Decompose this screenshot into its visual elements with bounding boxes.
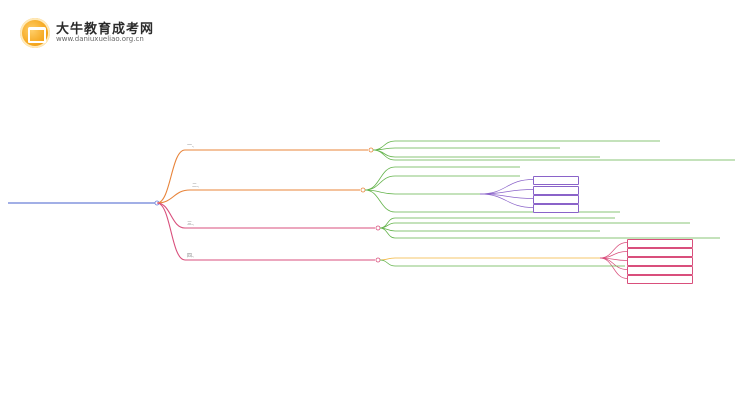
branch-1-dot[interactable] [368, 147, 374, 153]
site-url: www.daniuxueliao.org.cn [56, 35, 144, 43]
book-logo-icon [20, 18, 50, 48]
branch-2-ordinal: 二、 [192, 183, 203, 189]
branch-4-child-1-sub-1-tag[interactable] [627, 239, 693, 248]
branch-1-child-2-connector [372, 147, 396, 151]
branch-2-child-3-sub-3-tag[interactable] [533, 195, 579, 204]
branch-3-connector [156, 202, 186, 229]
branch-4-dot[interactable] [375, 257, 381, 263]
branch-4-child-1-connector [379, 257, 396, 261]
branch-2-child-3-sub-4-connector [479, 193, 534, 208]
branch-4-child-1-sub-2-connector [599, 251, 628, 259]
branch-2-child-3-sub-2-tag[interactable] [533, 186, 579, 195]
branch-3-child-4-connector [379, 227, 396, 239]
site-title: 大牛教育成考网 [56, 22, 155, 37]
branch-1-child-3-connector [372, 149, 396, 158]
branch-4-child-1-sub-1-connector [599, 242, 628, 259]
branch-2-child-2-connector [364, 175, 396, 191]
branch-2-child-3-sub-4-tag[interactable] [533, 204, 579, 213]
branch-4-child-1-sub-2-tag[interactable] [627, 248, 693, 257]
branch-2-child-3-sub-1-tag[interactable] [533, 176, 579, 185]
branch-3-ordinal: 三、 [187, 221, 198, 227]
branch-4-child-1-sub-4-tag[interactable] [627, 266, 693, 275]
branch-4-connector [156, 202, 186, 261]
site-logo[interactable]: 大牛教育成考网 www.daniuxueliao.org.cn [16, 16, 206, 50]
branch-4-child-2-connector [379, 259, 396, 267]
branch-3-dot[interactable] [375, 225, 381, 231]
branch-4-child-1-sub-5-connector [599, 257, 628, 279]
branch-1-child-4-connector [372, 149, 396, 161]
branch-2-connector [156, 189, 191, 204]
branch-4-child-1-sub-5-tag[interactable] [627, 275, 693, 284]
branch-2-child-4-connector [364, 189, 396, 213]
branch-4-child-1-sub-3-tag[interactable] [627, 257, 693, 266]
branch-4-ordinal: 四、 [187, 253, 198, 259]
branch-1-ordinal: 一、 [187, 143, 198, 149]
branch-1-connector [156, 149, 186, 204]
branch-2-dot[interactable] [360, 187, 366, 193]
branch-2-child-1-connector [364, 166, 396, 191]
